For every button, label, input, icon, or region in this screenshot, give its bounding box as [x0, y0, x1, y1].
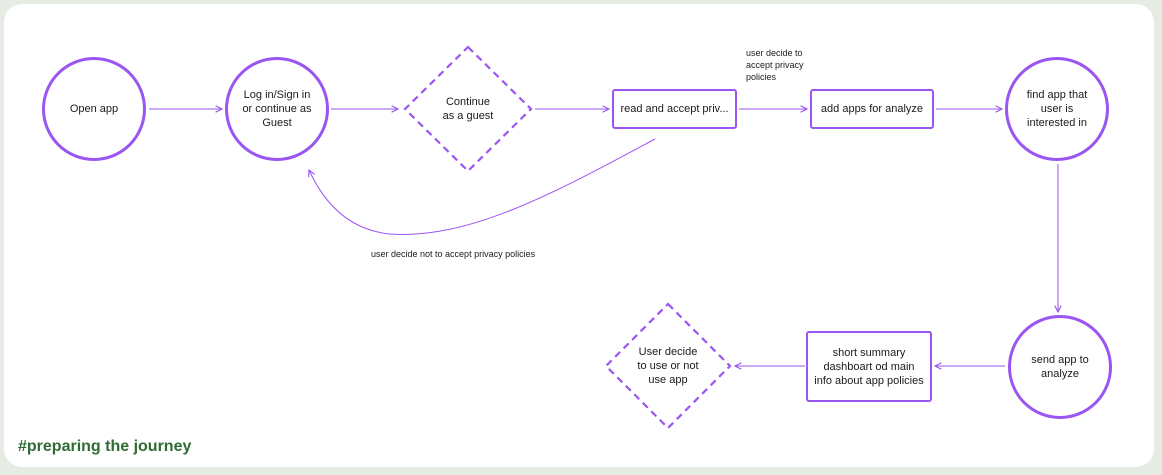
guest-label: Continue as a guest: [442, 96, 494, 122]
decision-diamond-shape: [403, 45, 533, 173]
decide-use-label: User decide to use or not use app: [637, 346, 699, 386]
decision-diamond-shape: [604, 302, 732, 430]
open-app-label: Open app: [69, 103, 119, 115]
send-app-node: send app to analyze: [1008, 315, 1112, 419]
find-app-node: find app that user is interested in: [1005, 57, 1109, 161]
decline-policies-label: user decide not to accept privacy polici…: [371, 249, 536, 259]
diagram-canvas: [4, 4, 1154, 467]
summary-label: short summary dashboart od main info abo…: [814, 346, 924, 387]
open-app-node: Open app: [42, 57, 146, 161]
arrow-decline-back-to-login: [309, 138, 656, 235]
accept-policies-label: user decide to accept privacy policies: [746, 48, 804, 82]
send-app-label: send app to analyze: [1031, 354, 1089, 380]
continue-as-guest-decision: Continue as a guest: [403, 45, 533, 173]
login-node: Log in/Sign in or continue as Guest: [225, 57, 329, 161]
find-app-label: find app that user is interested in: [1026, 89, 1088, 129]
add-apps-label: add apps for analyze: [820, 103, 924, 115]
add-apps-node: add apps for analyze: [810, 89, 934, 129]
journey-tag: #preparing the journey: [18, 438, 192, 455]
summary-node: short summary dashboart od main info abo…: [806, 331, 932, 402]
read-accept-node: read and accept priv...: [612, 89, 737, 129]
read-accept-label: read and accept priv...: [620, 103, 729, 115]
use-app-decision: User decide to use or not use app: [604, 302, 732, 430]
login-label: Log in/Sign in or continue as Guest: [242, 89, 312, 129]
